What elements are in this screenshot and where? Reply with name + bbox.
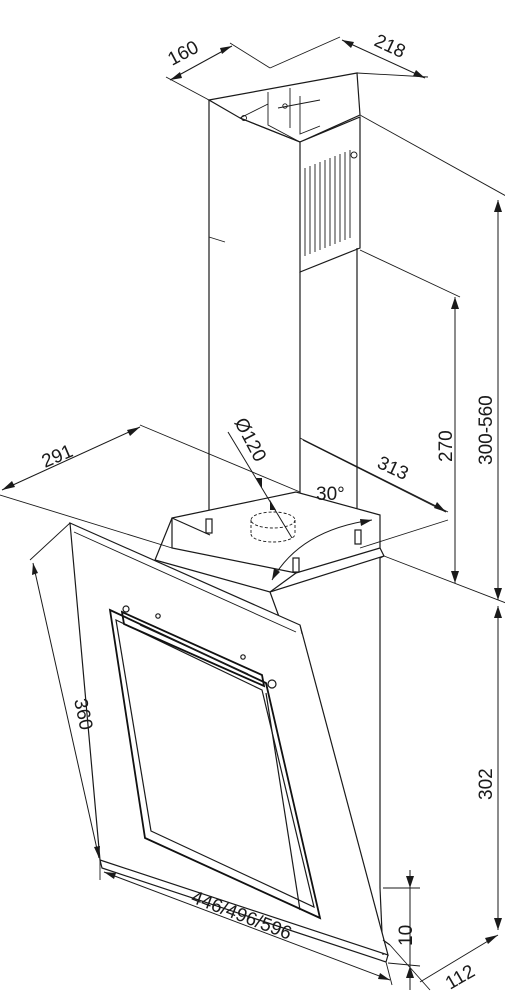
label-top-width: 313 [374,452,412,484]
duct-outlet [250,511,296,543]
chimney [207,72,361,568]
mount-tab [354,529,362,545]
label-duct-diameter: Ø120 [230,414,270,465]
label-tilt-angle: 30° [316,484,345,505]
chimney-vent-slots [304,150,351,256]
label-hood-height: 302 [476,768,497,800]
chimney-top-outline [207,72,361,143]
control-panel-inner [115,618,315,909]
dimension-lines [0,36,505,991]
glass-panel [69,522,389,956]
label-bottom-offset: 10 [396,925,417,946]
mount-tab [205,518,213,534]
label-upper-chimney-height: 270 [436,430,457,462]
label-top-depth: 291 [39,441,76,473]
mount-tab [292,557,300,573]
hood-body [69,522,391,963]
label-chimney-width: 218 [371,30,409,62]
hood-top [154,491,385,593]
handle-bar [120,610,266,688]
label-chimney-height-range: 300-560 [476,395,497,465]
